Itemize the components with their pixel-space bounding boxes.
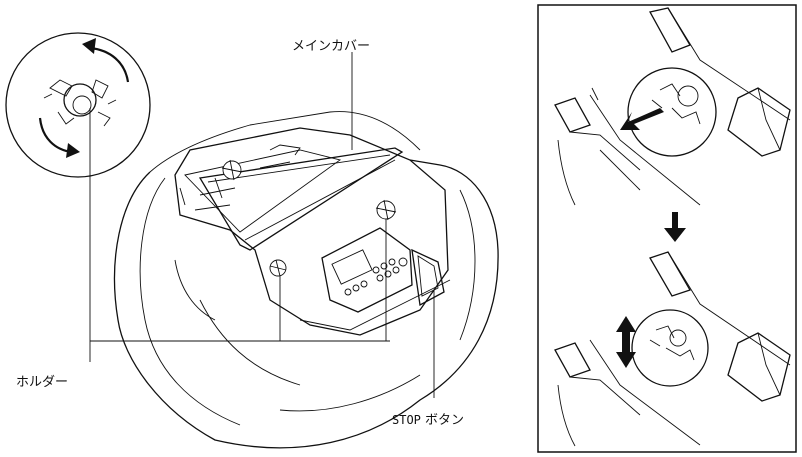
step-2-illustration — [554, 251, 791, 447]
main-cover-label: メインカバー — [292, 39, 370, 54]
holder-label: ホルダー — [16, 375, 68, 390]
right-holder — [375, 199, 397, 221]
upper-holder — [221, 159, 243, 181]
up-down-arrow-icon — [616, 316, 636, 368]
leader-lines — [89, 52, 435, 398]
stop-button-label-suffix: ボタン — [421, 413, 464, 428]
left-holder — [269, 259, 287, 277]
device-illustration — [113, 111, 499, 449]
stop-button-label-prefix: STOP — [392, 413, 421, 427]
stop-button-label: STOP ボタン — [392, 413, 464, 428]
main-cover-lid — [198, 147, 404, 251]
rotate-arrow-top-icon — [82, 38, 96, 54]
stop-button — [411, 248, 445, 307]
step-1-illustration — [554, 7, 791, 206]
holder-magnified-view — [5, 32, 151, 178]
push-arrow-icon — [620, 108, 664, 130]
step-arrow-down-icon — [664, 212, 686, 242]
rotate-arrow-bottom-icon — [66, 143, 80, 158]
control-panel — [321, 227, 413, 313]
step-panel — [537, 4, 797, 453]
